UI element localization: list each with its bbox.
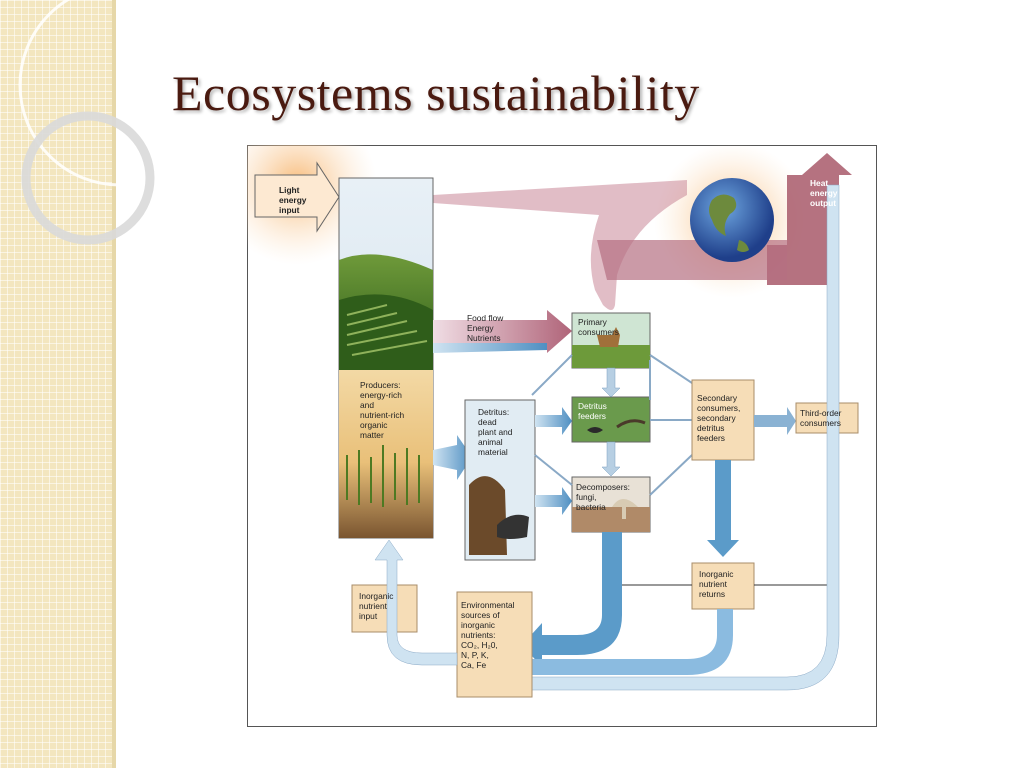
earth-globe (690, 178, 774, 262)
decorative-circles (18, 0, 200, 245)
sidebar-edge (112, 0, 116, 768)
decor-circle-large (18, 0, 200, 187)
diagram-graphics (217, 105, 877, 727)
earth-continent (709, 194, 737, 236)
food-flow-arrow (433, 310, 572, 353)
secondary-consumers-box (691, 379, 755, 461)
light-input-arrow (254, 161, 340, 233)
slide-title: Ecosystems sustainability (172, 65, 700, 121)
decomposers-label: Decomposers:fungi,bacteria (576, 482, 630, 512)
nutrient-return-flow (522, 532, 622, 667)
heat-flow-arrow (433, 180, 687, 310)
decor-circle-small (21, 111, 155, 245)
inorganic-returns-box (691, 562, 755, 610)
environmental-sources-box (456, 591, 533, 698)
inorganic-input-box (351, 584, 418, 633)
